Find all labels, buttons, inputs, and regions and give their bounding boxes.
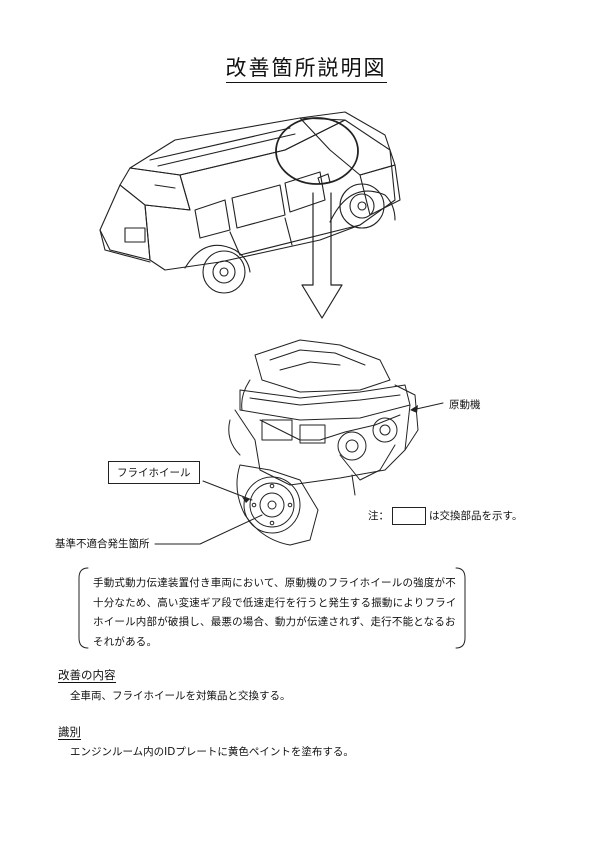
identification-heading: 識別 [58,724,81,740]
engine-label: 原動機 [449,399,481,411]
page-title: 改善箇所説明図 [0,52,612,83]
replacement-part-swatch [392,507,426,525]
improvement-heading: 改善の内容 [58,667,116,683]
vehicle-drawing [99,111,401,294]
defect-location-label: 基準不適合発生箇所 [55,538,150,550]
defect-summary: 手動式動力伝達装置付き車両において、原動機のフライホイールの強度が不 十分なため… [93,574,465,652]
improvement-text: 全車両、フライホイールを対策品と交換する。 [70,690,291,702]
note-suffix: は交換部品を示す。 [429,510,523,522]
page-title-text: 改善箇所説明図 [225,56,387,83]
identification-text: エンジンルーム内のIDプレートに黄色ペイントを塗布する。 [70,746,354,758]
summary-line: ホイール内部が破損し、最悪の場合、動力が伝達されず、走行不能となるお [93,616,456,628]
note-prefix: 注： [368,510,389,522]
flywheel-label: フライホイール [108,461,200,484]
summary-line: 手動式動力伝達装置付き車両において、原動機のフライホイールの強度が不 [93,577,456,589]
highlight-circle [275,117,359,185]
summary-line: それがある。 [93,635,158,648]
engine-label-arrowhead [410,405,418,413]
improvement-heading-text: 改善の内容 [58,668,116,683]
engine-drawing [228,339,419,546]
down-arrow [301,192,343,319]
identification-heading-text: 識別 [58,725,81,740]
flywheel-arrowhead [242,497,250,503]
summary-line: 十分なため、高い変速ギア段で低速走行を行うと発生する振動によりフライ [93,596,457,609]
summary-brackets [78,567,466,649]
replacement-note: 注： は交換部品を示す。 [368,507,522,525]
